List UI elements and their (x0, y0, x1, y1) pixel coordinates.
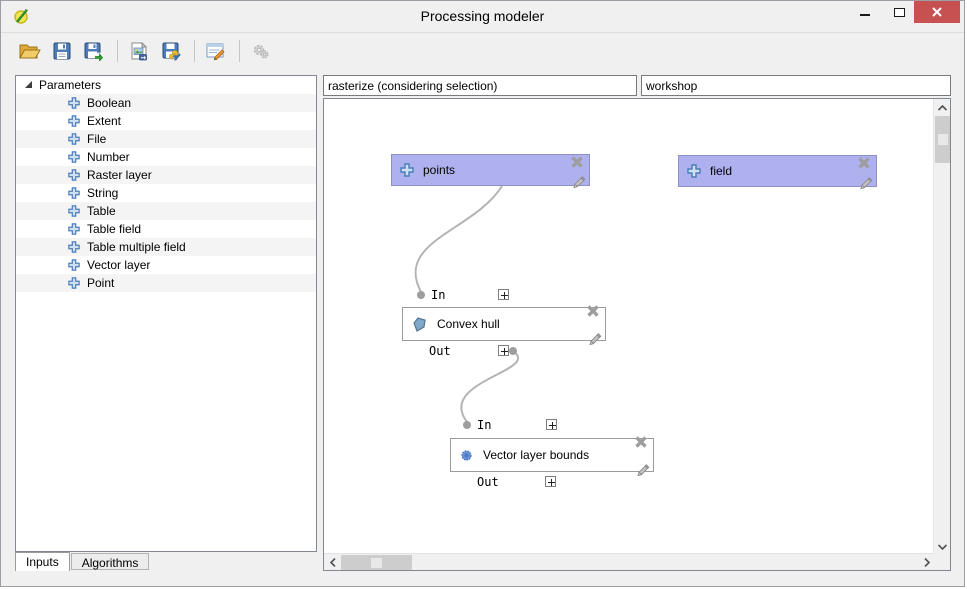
tab-inputs[interactable]: Inputs (15, 552, 70, 571)
scrollbar-corner (933, 553, 950, 570)
export-image-icon (131, 41, 147, 60)
toolbar-separator (117, 40, 118, 62)
add-input-plus-icon (68, 223, 80, 235)
edit-node-icon[interactable] (858, 175, 873, 190)
node-label: Vector layer bounds (483, 448, 590, 462)
add-input-plus-icon (68, 169, 80, 181)
qgis-logo-icon (13, 7, 31, 28)
tree-expand-caret-icon[interactable] (24, 78, 33, 92)
save-model-button[interactable] (47, 37, 77, 65)
expand-inputs-box[interactable] (498, 289, 509, 300)
node-label: field (710, 164, 733, 178)
add-input-plus-icon (68, 277, 80, 289)
add-input-plus-icon (68, 241, 80, 253)
toolbar-separator (194, 40, 195, 62)
sidebar-item-table[interactable]: Table (16, 202, 316, 220)
expand-outputs-box[interactable] (498, 345, 509, 356)
sidebar-tabs: Inputs Algorithms (15, 552, 150, 572)
sidebar-item-table-multiple-field[interactable]: Table multiple field (16, 238, 316, 256)
run-model-button[interactable] (246, 37, 276, 65)
save-model-as-button[interactable] (79, 37, 109, 65)
add-input-plus-icon (68, 187, 80, 199)
tree-root-parameters[interactable]: Parameters (16, 76, 316, 94)
tab-algorithms[interactable]: Algorithms (70, 553, 150, 570)
algorithm-node-vector-layer-bounds[interactable]: Vector layer bounds (450, 435, 654, 477)
vertical-scroll-thumb[interactable] (935, 116, 950, 163)
inputs-panel: Parameters Boolean Extent File Number Ra… (15, 75, 317, 552)
sidebar-item-boolean[interactable]: Boolean (16, 94, 316, 112)
add-input-plus-icon (68, 259, 80, 271)
scroll-up-icon[interactable] (934, 99, 951, 116)
edit-help-icon (206, 43, 225, 60)
input-node-points[interactable]: points (391, 154, 590, 189)
model-header-fields (323, 75, 951, 96)
convex-hull-out-label: Out (429, 344, 451, 358)
add-input-plus-icon (68, 115, 80, 127)
scroll-left-icon[interactable] (324, 554, 341, 571)
close-button[interactable] (914, 1, 960, 23)
model-canvas[interactable]: points field (323, 98, 951, 571)
tree-root-label: Parameters (39, 78, 102, 92)
add-input-plus-icon (68, 97, 80, 109)
sidebar-item-table-field[interactable]: Table field (16, 220, 316, 238)
minimize-icon (860, 14, 870, 16)
titlebar: Processing modeler (1, 1, 964, 31)
run-gears-icon (253, 44, 269, 59)
sidebar-item-string[interactable]: String (16, 184, 316, 202)
vlb-in-label: In (477, 418, 492, 432)
node-label: Convex hull (437, 317, 500, 331)
sidebar-item-raster-layer[interactable]: Raster layer (16, 166, 316, 184)
sidebar-item-vector-layer[interactable]: Vector layer (16, 256, 316, 274)
maximize-button[interactable] (884, 1, 914, 23)
plus-icon (400, 163, 414, 177)
scroll-down-icon[interactable] (934, 538, 951, 555)
open-model-button[interactable] (15, 37, 45, 65)
sidebar-item-file[interactable]: File (16, 130, 316, 148)
gear-icon (459, 448, 474, 463)
model-group-input[interactable] (641, 75, 951, 96)
canvas-horizontal-scrollbar[interactable] (324, 553, 935, 570)
edit-node-icon[interactable] (635, 462, 650, 477)
plus-icon (687, 164, 701, 178)
add-input-plus-icon (68, 205, 80, 217)
export-as-image-button[interactable] (124, 37, 154, 65)
delete-node-icon[interactable] (570, 155, 584, 169)
delete-node-icon[interactable] (586, 304, 600, 318)
canvas-viewport: points field (324, 99, 934, 554)
delete-node-icon[interactable] (857, 156, 871, 170)
node-label: points (423, 163, 456, 177)
add-input-plus-icon (68, 133, 80, 145)
toolbar-separator (239, 40, 240, 62)
scroll-right-icon[interactable] (918, 554, 935, 571)
sidebar-item-point[interactable]: Point (16, 274, 316, 292)
vlb-out-label: Out (477, 475, 499, 489)
toolbar (1, 32, 964, 69)
horizontal-scroll-thumb[interactable] (341, 555, 412, 570)
expand-outputs-box[interactable] (545, 476, 556, 487)
sidebar-item-number[interactable]: Number (16, 148, 316, 166)
minimize-button[interactable] (850, 1, 880, 23)
model-name-input[interactable] (323, 75, 637, 96)
input-node-field[interactable]: field (678, 155, 877, 190)
window-title: Processing modeler (420, 8, 545, 24)
save-as-icon (84, 42, 104, 61)
edit-model-help-button[interactable] (201, 37, 231, 65)
add-input-plus-icon (68, 151, 80, 163)
sidebar-item-extent[interactable]: Extent (16, 112, 316, 130)
edit-node-icon[interactable] (571, 174, 586, 189)
convex-hull-icon (411, 316, 428, 333)
save-as-python-icon (162, 42, 181, 61)
delete-node-icon[interactable] (634, 435, 648, 449)
save-as-python-button[interactable] (156, 37, 186, 65)
expand-inputs-box[interactable] (546, 419, 557, 430)
edit-node-icon[interactable] (587, 331, 602, 346)
maximize-icon (893, 7, 905, 17)
save-icon (53, 42, 71, 60)
close-icon (932, 7, 942, 17)
canvas-vertical-scrollbar[interactable] (933, 99, 950, 555)
open-folder-icon (19, 44, 41, 59)
algorithm-node-convex-hull[interactable]: Convex hull (402, 304, 606, 346)
convex-hull-in-label: In (431, 288, 446, 302)
